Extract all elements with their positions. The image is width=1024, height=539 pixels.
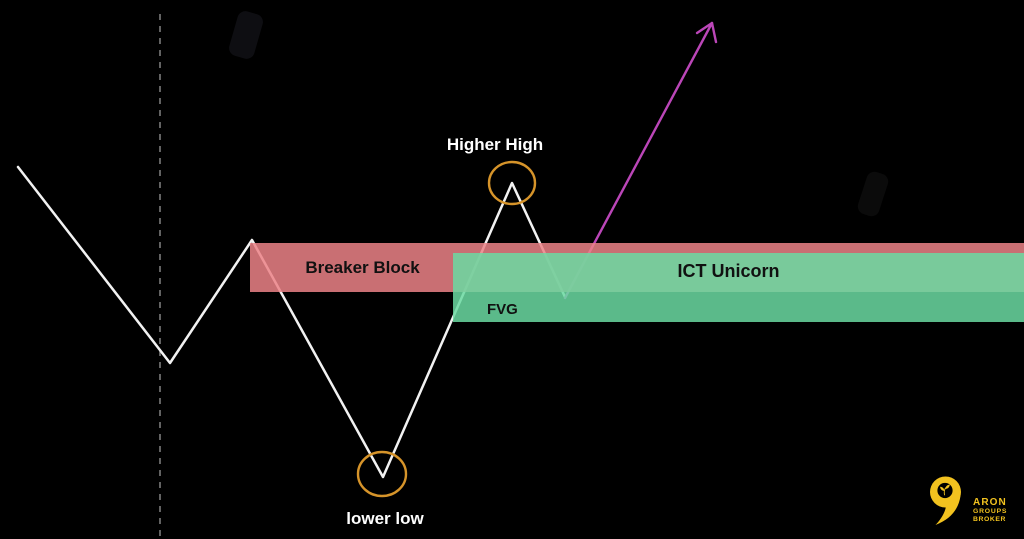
broker-logo-9-icon [930, 476, 961, 525]
ict-unicorn-label: ICT Unicorn [677, 261, 780, 281]
lower-low-circle-icon [356, 450, 408, 498]
logo-line-groups: GROUPS [973, 508, 1008, 515]
fvg-label: FVG [487, 301, 518, 318]
higher-high-label: Higher High [446, 135, 544, 154]
higher-high-circle-icon [487, 160, 537, 206]
projection-arrow-head [695, 21, 718, 44]
logo-line-broker: BROKER [973, 516, 1007, 523]
lower-low-label: lower low [346, 509, 424, 528]
broker-logo: ARON GROUPS BROKER [928, 474, 1014, 532]
ict-unicorn-zone: ICT Unicorn FVG [453, 253, 1024, 322]
broker-logo-text: ARON GROUPS BROKER [973, 498, 1007, 524]
breaker-block-label: Breaker Block [305, 257, 420, 277]
logo-line-aron: ARON [973, 497, 1007, 508]
